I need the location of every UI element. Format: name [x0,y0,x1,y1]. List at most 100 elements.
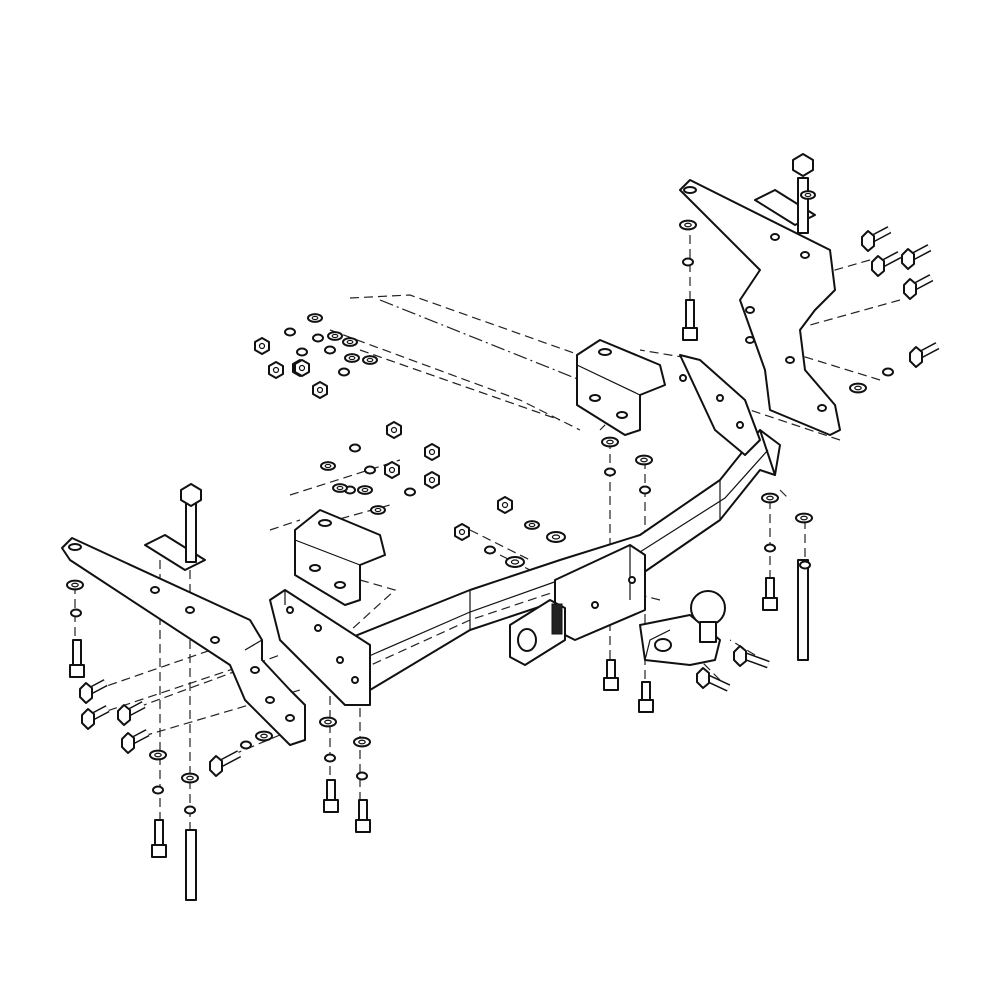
nut-hole [428,448,436,456]
hex-nut-icon [424,443,440,461]
washer-hole [800,515,808,521]
hex-bolt-icon [81,708,95,730]
washer-icon [800,190,816,200]
washer-icon [635,454,653,466]
washer-icon [362,355,378,365]
washer-icon [181,772,199,784]
hex-bolt-icon [69,664,85,678]
lock-washer-icon [882,367,894,377]
hex-nut-icon [254,337,270,355]
washer-hole [348,355,356,361]
hex-nut-icon [180,483,202,507]
washer-hole [606,439,614,445]
washer-icon [357,485,373,495]
washer-hole [551,534,561,540]
nut-hole [316,386,324,394]
right-spacer-assembly [754,153,816,661]
bolt-shank [606,659,616,679]
washer-hole [346,339,354,345]
bolt-shank [765,577,775,599]
lock-washer-icon [364,465,376,475]
washer-hole [71,582,79,588]
washer-hole [358,739,366,745]
spacer-tube-lower [185,829,197,901]
nut-hole [501,501,509,509]
lock-washer-icon [349,443,361,453]
lock-washer-icon [324,753,336,763]
washer-hole [260,733,268,739]
lock-washer-icon [799,560,811,570]
lock-washer-icon [764,543,776,553]
washer-hole [766,495,774,501]
lock-washer-icon [152,785,164,795]
hex-bolt-icon [121,732,135,754]
washer-icon [601,436,619,448]
hex-nut-icon [384,461,400,479]
bolt-shank [641,681,651,701]
hex-bolt-icon [638,699,654,713]
hex-bolt-icon [901,248,915,270]
washer-hole [361,487,369,493]
hex-nut-icon [312,381,328,399]
washer-hole [154,752,162,758]
hex-nut-icon [454,523,470,541]
left-spacer-assembly [144,483,206,901]
washer-icon [66,579,84,591]
lock-washer-icon [70,608,82,618]
washer-icon [149,749,167,761]
hex-bolt-icon [909,346,923,368]
lock-washer-icon [404,487,416,497]
hex-bolt-icon [209,755,223,777]
washer-icon [795,512,813,524]
washer-hole [311,315,319,321]
washer-icon [319,716,337,728]
washer-icon [546,531,566,543]
washer-hole [374,507,382,513]
hex-nut-icon [424,471,440,489]
hex-nut-icon [792,153,814,177]
lock-washer-icon [484,545,496,555]
washer-hole [324,463,332,469]
washer-icon [353,736,371,748]
nut-hole [258,342,266,350]
spacer-tube-lower [797,559,809,661]
nut-hole [298,364,306,372]
right-side-bracket [679,179,841,436]
washer-icon [342,337,358,347]
washer-hole [366,357,374,363]
spacer-tube [797,177,809,234]
lock-washer-icon [240,740,252,750]
lock-washer-icon [284,327,296,337]
hex-bolt-icon [696,667,710,689]
left-side-bracket [61,537,306,746]
socket-plate [509,599,566,666]
washer-icon [320,461,336,471]
hex-nut-icon [268,361,284,379]
hex-bolt-icon [762,597,778,611]
washer-icon [344,353,360,363]
bolt-shank [154,819,164,846]
washer-hole [336,485,344,491]
nut-hole [428,476,436,484]
socket-contacts-icon [551,603,563,635]
lock-washer-icon [296,347,308,357]
hex-bolt-icon [151,844,167,858]
spacer-tube [185,501,197,563]
hex-bolt-icon [355,819,371,833]
tow-ball [639,590,726,666]
lock-washer-icon [338,367,350,377]
bolt-shank [358,799,368,821]
hex-bolt-icon [871,255,885,277]
nut-hole [388,466,396,474]
washer-hole [804,192,812,198]
washer-icon [505,556,525,568]
hex-nut-icon [386,421,402,439]
lock-washer-icon [312,333,324,343]
washer-hole [510,559,520,565]
right-end-plate [679,354,761,456]
washer-icon [370,505,386,515]
washer-icon [332,483,348,493]
hex-nut-icon [294,359,310,377]
hex-bolt-icon [79,682,93,704]
hex-bolt-icon [903,278,917,300]
